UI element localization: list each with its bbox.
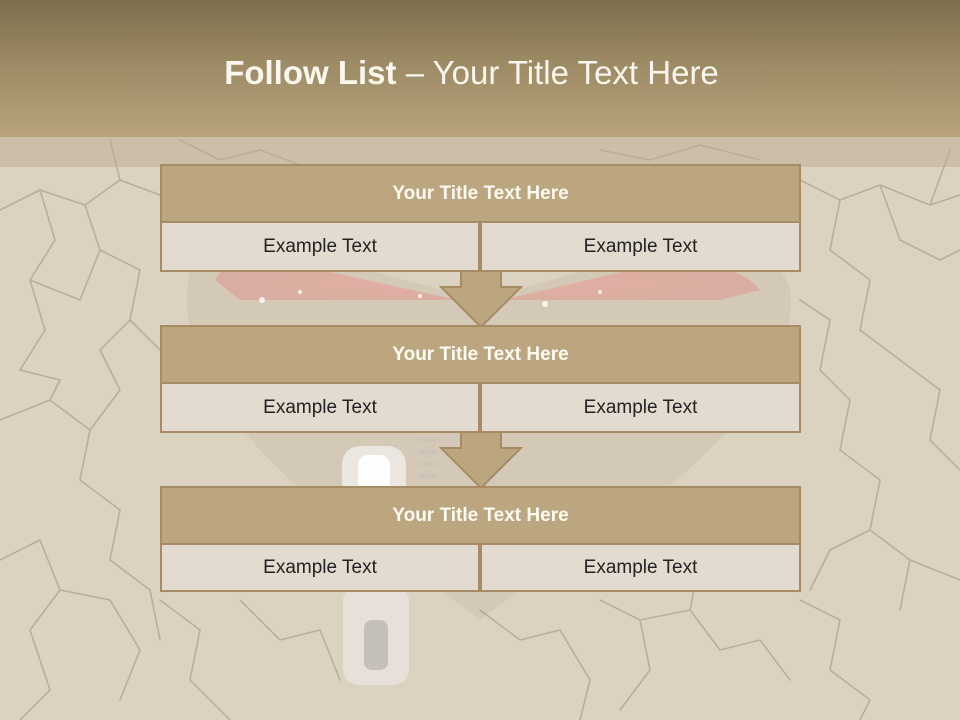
block-cell-left: Example Text (160, 382, 480, 433)
title-band (0, 137, 960, 167)
slide-title: Follow List – Your Title Text Here (0, 54, 943, 92)
block-title: Your Title Text Here (160, 164, 801, 223)
slide-title-separator: – (396, 54, 433, 91)
block-cell-left: Example Text (160, 543, 480, 592)
down-arrow-icon (439, 271, 523, 329)
block-title: Your Title Text Here (160, 325, 801, 384)
block-cell-left: Example Text (160, 221, 480, 272)
block-title: Your Title Text Here (160, 486, 801, 545)
slide-title-bold: Follow List (224, 54, 397, 91)
slide-title-rest: Your Title Text Here (432, 54, 719, 91)
block-cell-right: Example Text (480, 382, 801, 433)
block-cell-right: Example Text (480, 221, 801, 272)
title-bar (0, 0, 960, 137)
down-arrow-icon (439, 432, 523, 490)
block-cell-right: Example Text (480, 543, 801, 592)
